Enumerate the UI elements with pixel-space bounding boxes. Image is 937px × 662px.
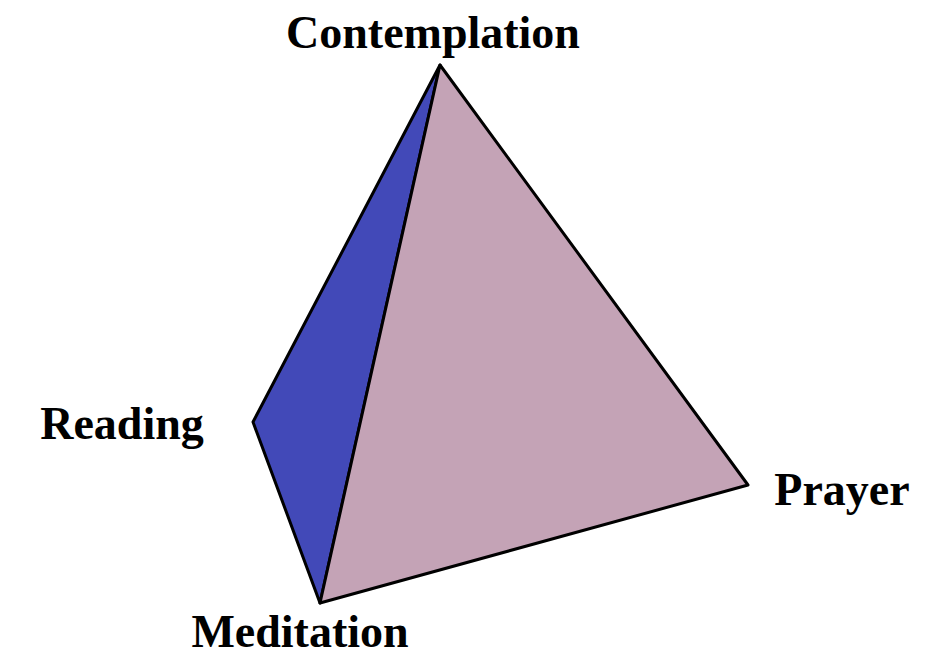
vertex-label: Prayer (774, 467, 909, 513)
vertex-label: Reading (40, 401, 204, 447)
vertex-label: Meditation (191, 609, 408, 655)
vertex-label: Contemplation (286, 10, 580, 56)
pink-face (320, 65, 748, 603)
